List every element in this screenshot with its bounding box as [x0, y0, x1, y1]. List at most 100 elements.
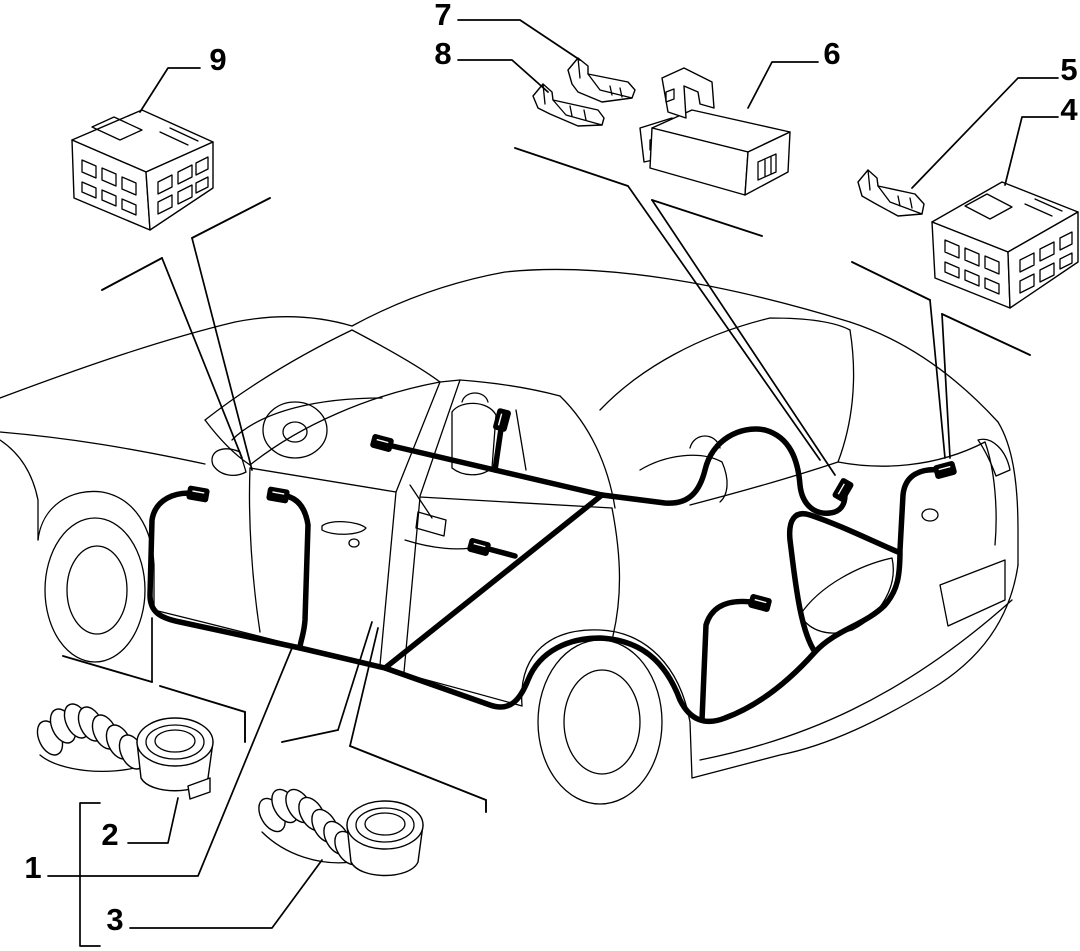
- boot-base: [39, 754, 143, 773]
- leader-line-5: [911, 77, 1059, 189]
- callout-leaders: [47, 19, 1059, 947]
- connector-body: [832, 478, 854, 502]
- b-pillar-rear: [419, 379, 461, 497]
- relay-right-face: [744, 131, 791, 196]
- connector-latch: [473, 542, 486, 548]
- housing-cavity: [81, 181, 137, 216]
- front-fender-crease: [0, 431, 206, 465]
- leader-line-3: [129, 859, 323, 929]
- connector-latch: [272, 491, 285, 495]
- housing-latch: [964, 193, 1013, 220]
- connector-latch: [376, 438, 389, 444]
- callout-label-2: 2: [101, 817, 118, 852]
- housing-rib: [1024, 198, 1063, 217]
- housing-cavity: [81, 159, 137, 196]
- relay-pin-socket: [757, 153, 777, 181]
- harness-connector: [832, 478, 854, 502]
- boot-base: [261, 831, 353, 864]
- leader-line-4: [1004, 116, 1059, 186]
- b-pillar-front: [395, 381, 441, 493]
- guide-line: [941, 313, 951, 459]
- grommet-ring: [145, 724, 205, 760]
- callout-label-5: 5: [1060, 52, 1077, 87]
- rear-wheel: [537, 639, 663, 805]
- connector-body: [467, 538, 491, 556]
- terminal-item-5: [857, 169, 925, 217]
- front-wheel-rim: [66, 545, 128, 635]
- housing-cavity: [944, 261, 1000, 295]
- callout-label-8: 8: [434, 36, 451, 71]
- dashboard: [231, 397, 383, 441]
- trunk-lid-crease: [837, 441, 986, 467]
- relay-bracket-hole: [665, 88, 675, 103]
- callout-labels: 1 2 3 4 5 6 7 8 9: [24, 0, 1078, 937]
- cowl-line: [204, 419, 251, 466]
- harness-console-branch: [482, 545, 518, 559]
- connector-latch: [938, 465, 951, 471]
- trunk-rear-face: [984, 441, 997, 546]
- harness-trunk-loop: [786, 511, 901, 655]
- front-wheel: [44, 517, 146, 663]
- callout-label-6: 6: [823, 36, 840, 71]
- guide-line: [349, 627, 379, 747]
- harness-connector: [186, 485, 210, 503]
- gear-lever: [409, 484, 433, 519]
- harness-connector: [370, 434, 394, 452]
- front-door-rear-edge: [379, 491, 397, 666]
- callout-label-3: 3: [106, 902, 123, 937]
- terminal-body: [532, 83, 605, 127]
- leader-line-6: [747, 61, 819, 109]
- steering-wheel-hub: [282, 421, 308, 443]
- harness-connector: [493, 408, 511, 432]
- rear-door-front-edge: [403, 496, 421, 673]
- terminal-detail: [577, 57, 633, 99]
- connector-housing-item-4: [931, 181, 1079, 309]
- grommet-ring: [355, 807, 415, 843]
- guide-lines: [62, 147, 1031, 813]
- terminal-item-7: [567, 57, 636, 103]
- harness-rear-door-branch: [699, 598, 761, 723]
- grommet-ring: [154, 729, 196, 753]
- connector-body: [933, 461, 957, 479]
- harness-connector: [266, 486, 290, 504]
- leader-line-7: [457, 19, 581, 61]
- housing-rib: [159, 127, 199, 146]
- guide-line: [101, 257, 163, 291]
- grommet-tab: [187, 777, 211, 800]
- door-handle: [321, 521, 367, 535]
- grommet-item-2: [36, 703, 214, 800]
- guide-line: [191, 197, 271, 239]
- rear-window-left: [599, 317, 851, 411]
- connector-latch: [192, 490, 205, 494]
- guide-line: [159, 685, 246, 743]
- rear-wheel-arch: [521, 629, 693, 779]
- callout-label-9: 9: [209, 42, 226, 77]
- guide-line: [281, 729, 339, 743]
- harness-connector: [467, 538, 491, 556]
- guide-line: [191, 237, 253, 471]
- leader-line-2: [127, 797, 179, 844]
- front-end-line: [0, 439, 39, 541]
- connector-latch: [837, 483, 845, 495]
- guide-line: [929, 299, 946, 459]
- rear-door-rear-edge: [611, 507, 621, 641]
- terminal-body: [567, 57, 636, 103]
- guide-line: [941, 313, 1031, 356]
- harness-connector: [933, 461, 957, 479]
- terminal-item-8: [532, 83, 605, 127]
- guide-line: [161, 257, 243, 459]
- terminal-detail: [867, 169, 923, 215]
- front-seat-headrest: [461, 392, 489, 403]
- leader-line-9: [139, 67, 201, 113]
- leader-line-8: [457, 59, 549, 93]
- rear-badge: [921, 508, 939, 522]
- callout-label-4: 4: [1060, 92, 1078, 127]
- terminal-detail: [542, 83, 603, 126]
- rear-deck-line: [849, 321, 999, 423]
- bumper-crease: [699, 599, 1013, 761]
- rear-bumper-line: [691, 564, 1019, 779]
- housing-cavity: [157, 156, 209, 195]
- windshield-top: [351, 329, 441, 383]
- rear-wheel-rim: [563, 669, 641, 775]
